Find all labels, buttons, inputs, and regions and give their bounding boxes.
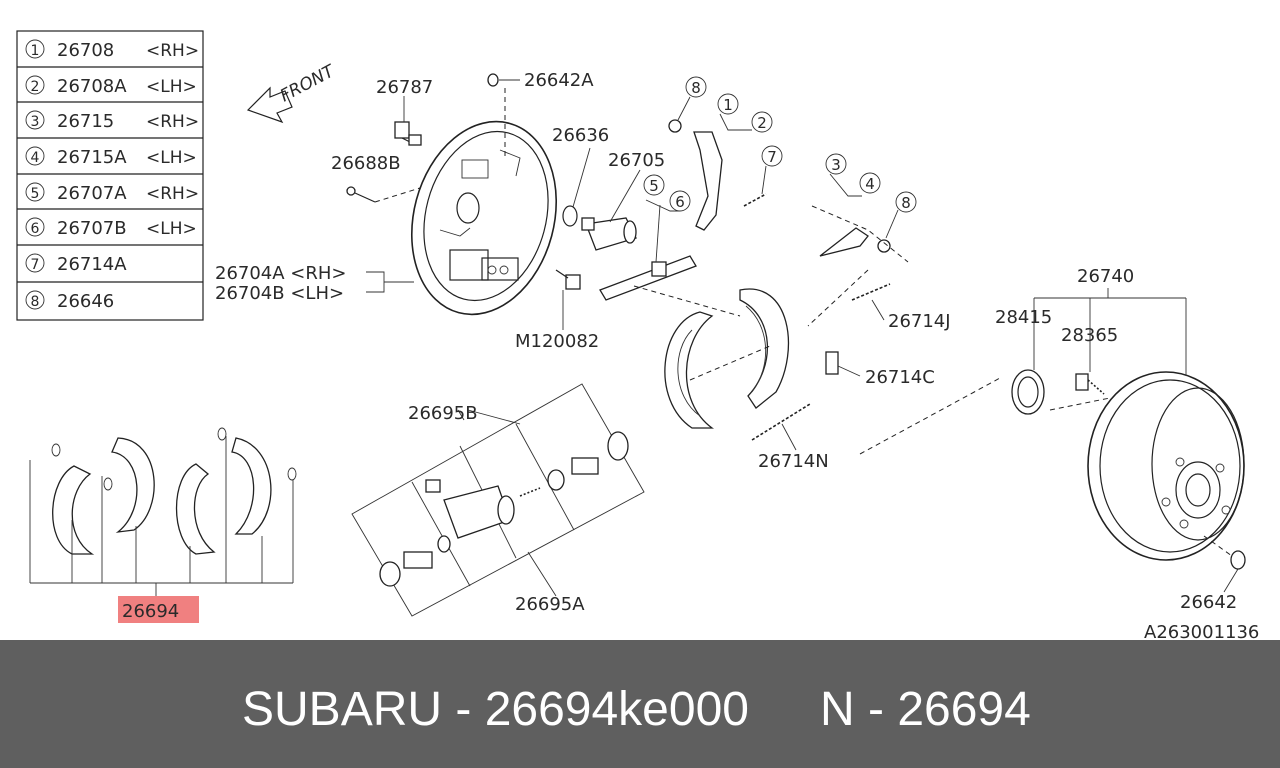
legend-row: 4 26715A <LH> bbox=[25, 146, 197, 168]
part-label: 26688B bbox=[331, 153, 401, 174]
part-label: 26787 bbox=[376, 77, 433, 98]
part-label: 26695B bbox=[408, 403, 478, 424]
part-label: 26695A bbox=[515, 594, 585, 615]
part-label: 26714C bbox=[865, 367, 935, 388]
footer-reference: N - 26694 bbox=[820, 683, 1031, 736]
spring-part bbox=[751, 283, 891, 451]
plug-part bbox=[1203, 535, 1246, 593]
part-label: 26642 bbox=[1180, 592, 1237, 613]
part-label: M120082 bbox=[515, 331, 599, 352]
pin-part bbox=[346, 186, 421, 203]
backing-plate bbox=[410, 120, 558, 316]
footer-part-number: SUBARU - 26694ke000 bbox=[242, 683, 749, 736]
legend-row: 6 26707B <LH> bbox=[25, 217, 197, 239]
legend-side: <RH> bbox=[146, 184, 199, 204]
legend-number: 8 bbox=[31, 294, 40, 310]
legend-side: <LH> bbox=[146, 148, 197, 168]
leader-lines bbox=[366, 271, 465, 421]
legend-row: 7 26714A bbox=[25, 253, 127, 275]
part-labels: 26787 26642A 26636 26705 26688B 26704A <… bbox=[118, 70, 1259, 640]
adjuster-part bbox=[599, 204, 697, 301]
brake-parts-diagram: 1 26708 <RH> 2 26708A <LH> 3 26715 <RH> … bbox=[16, 30, 1259, 640]
part-label: 26636 bbox=[552, 125, 609, 146]
seal-ring-part bbox=[1011, 369, 1045, 415]
legend-side: <LH> bbox=[146, 77, 197, 97]
part-label: 28415 bbox=[995, 307, 1052, 328]
highlight-box bbox=[118, 596, 199, 623]
legend-part: 26714A bbox=[57, 254, 127, 275]
shoe-set-part bbox=[29, 427, 297, 598]
legend-number: 6 bbox=[31, 221, 40, 237]
part-label: 26704A <RH> bbox=[215, 263, 347, 284]
legend-number: 5 bbox=[31, 186, 40, 202]
legend-part: 26708A bbox=[57, 76, 127, 97]
legend-part: 26715 bbox=[57, 111, 114, 132]
brake-drum-part bbox=[859, 288, 1245, 561]
legend-side: <RH> bbox=[146, 41, 199, 61]
legend-row: 2 26708A <LH> bbox=[25, 75, 197, 97]
legend-row: 8 26646 bbox=[25, 290, 114, 312]
legend-row: 3 26715 <RH> bbox=[25, 110, 199, 132]
highlighted-part-label: 26694 bbox=[122, 601, 179, 622]
part-label: 26642A bbox=[524, 70, 594, 91]
legend-side: <LH> bbox=[146, 219, 197, 239]
wheel-cylinder-part bbox=[581, 169, 641, 251]
legend-row: 5 26707A <RH> bbox=[25, 182, 199, 204]
callout-group: 8 1 2 7 bbox=[668, 76, 783, 231]
part-label: 26705 bbox=[608, 150, 665, 171]
front-arrow-icon: FRONT bbox=[246, 61, 339, 124]
legend-part: 26715A bbox=[57, 147, 127, 168]
legend-number: 3 bbox=[31, 114, 40, 130]
o-ring-part bbox=[562, 147, 591, 227]
part-label: 26714N bbox=[758, 451, 829, 472]
front-label: FRONT bbox=[277, 61, 339, 107]
callout-group: 3 4 8 bbox=[807, 153, 917, 327]
callout-group: 5 6 bbox=[643, 174, 691, 212]
stud-part bbox=[1075, 373, 1105, 395]
cylinder-kit-part bbox=[351, 383, 645, 617]
legend-part: 26708 bbox=[57, 40, 114, 61]
part-label: 28365 bbox=[1061, 325, 1118, 346]
legend-number: 7 bbox=[31, 257, 40, 273]
legend-side: <RH> bbox=[146, 112, 199, 132]
legend-number: 1 bbox=[31, 43, 40, 59]
legend-part: 26646 bbox=[57, 291, 114, 312]
callout-number: 2 bbox=[757, 114, 767, 132]
plug-part bbox=[487, 73, 520, 158]
diagram-code: A263001136 bbox=[1144, 622, 1259, 640]
callout-number: 5 bbox=[649, 177, 659, 195]
callout-number: 6 bbox=[675, 193, 685, 211]
part-label: 26714J bbox=[888, 311, 951, 332]
callout-number: 8 bbox=[901, 194, 911, 212]
callout-number: 7 bbox=[767, 148, 777, 166]
bolt-part bbox=[394, 96, 422, 146]
part-label: 26740 bbox=[1077, 266, 1134, 287]
parts-legend-table: 1 26708 <RH> 2 26708A <LH> 3 26715 <RH> … bbox=[16, 30, 204, 321]
legend-row: 1 26708 <RH> bbox=[25, 39, 199, 61]
callout-number: 1 bbox=[723, 96, 733, 114]
callout-number: 8 bbox=[691, 79, 701, 97]
legend-part: 26707B bbox=[57, 218, 127, 239]
legend-part: 26707A bbox=[57, 183, 127, 204]
footer-bar: SUBARU - 26694ke000 N - 26694 bbox=[0, 640, 1280, 768]
callout-number: 3 bbox=[831, 156, 841, 174]
legend-number: 4 bbox=[31, 150, 40, 166]
callout-number: 4 bbox=[865, 175, 875, 193]
brake-shoe-part bbox=[633, 285, 790, 429]
bolt-part bbox=[555, 269, 581, 330]
legend-number: 2 bbox=[31, 79, 40, 95]
part-label: 26704B <LH> bbox=[215, 283, 344, 304]
